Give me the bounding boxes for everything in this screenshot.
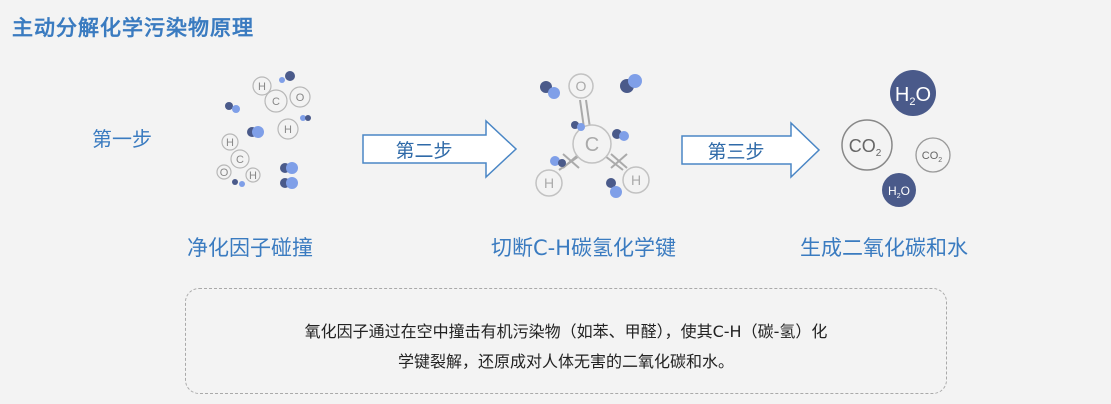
svg-text:H: H (284, 124, 292, 136)
step2-label: 第二步 (395, 139, 453, 162)
svg-text:O: O (576, 78, 587, 94)
svg-text:H: H (258, 81, 266, 93)
svg-text:H: H (226, 137, 234, 149)
carbon-atom-2: C (230, 149, 250, 169)
oxidation-particles (540, 74, 642, 198)
step3-arrow: 第三步 (681, 121, 821, 179)
page-title: 主动分解化学污染物原理 (12, 16, 254, 40)
oxygen-atom: O (568, 73, 594, 99)
svg-text:C: C (585, 134, 599, 156)
oxygen-atom-1: O (289, 86, 311, 108)
stage1-molecules: H C O H H C O H (216, 71, 311, 189)
co2-molecule-large: CO2 (841, 119, 893, 171)
svg-text:H: H (249, 170, 257, 182)
step3-label: 第三步 (707, 140, 765, 163)
svg-text:C: C (272, 96, 280, 108)
hydrogen-atom-1: H (252, 76, 272, 96)
hydrogen-atom-3: H (221, 133, 239, 151)
hydrogen-atom-right: H (622, 166, 650, 194)
description-box: 氧化因子通过在空中撞击有机污染物（如苯、甲醛），使其C-H（碳-氢）化 学键裂解… (185, 288, 947, 394)
oxygen-atom-2: O (216, 164, 232, 180)
water-molecule-large: H2O (890, 70, 936, 116)
stage2-caption: 切断C-H碳氢化学键 (491, 236, 677, 260)
stage3-caption: 生成二氧化碳和水 (800, 236, 968, 260)
stage2-molecule: O C H H (535, 73, 650, 198)
svg-text:H2O: H2O (895, 84, 931, 108)
svg-text:CO2: CO2 (849, 136, 882, 159)
svg-text:H: H (631, 172, 641, 188)
co2-molecule-small: CO2 (915, 137, 951, 173)
hydrogen-atom-4: H (245, 167, 261, 183)
hydrogen-atom-left: H (535, 169, 563, 197)
svg-text:C: C (236, 154, 244, 166)
svg-text:O: O (296, 92, 305, 104)
hydrogen-atom-2: H (277, 118, 299, 140)
svg-text:O: O (220, 167, 229, 179)
stage1-caption: 净化因子碰撞 (187, 236, 313, 260)
description-line-2: 学键裂解，还原成对人体无害的二氧化碳和水。 (397, 352, 734, 371)
svg-text:H: H (544, 175, 554, 191)
pollutant-particles (225, 71, 311, 189)
svg-text:H2O: H2O (888, 184, 910, 200)
step2-arrow: 第二步 (362, 119, 518, 179)
carbon-atom: C (572, 124, 612, 164)
step1-label: 第一步 (92, 127, 152, 151)
carbon-atom-1: C (264, 89, 288, 113)
description-line-1: 氧化因子通过在空中撞击有机污染物（如苯、甲醛），使其C-H（碳-氢）化 (304, 322, 828, 341)
stage3-products: H2O CO2 CO2 H2O (841, 70, 951, 207)
water-molecule-small: H2O (882, 173, 916, 207)
svg-text:CO2: CO2 (922, 150, 943, 164)
